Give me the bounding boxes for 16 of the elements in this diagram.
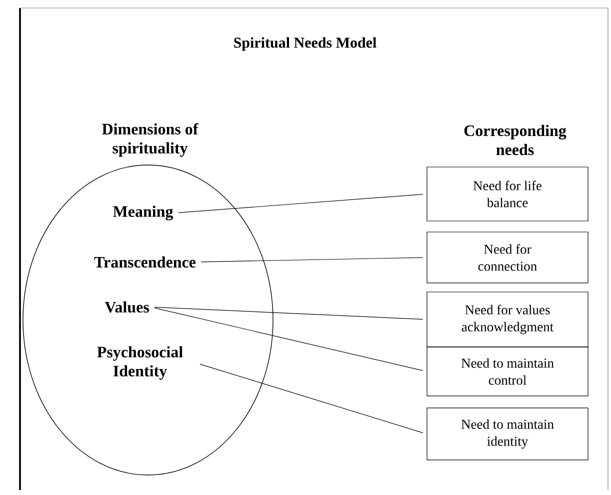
dimension-label: Transcendence bbox=[94, 256, 196, 268]
dimension-label: Meaning bbox=[113, 206, 174, 220]
dimension-label: Psychosocial Identity bbox=[97, 346, 183, 380]
connector-line bbox=[154, 308, 424, 371]
need-box: Need for connection bbox=[426, 232, 588, 284]
node-label: Dimensions of spirituality bbox=[102, 123, 198, 157]
connector-line bbox=[178, 194, 423, 213]
dimension-label: Values bbox=[104, 301, 149, 313]
need-box: Need for life balance bbox=[426, 166, 588, 222]
connector-line bbox=[200, 364, 424, 434]
need-box: Need to maintain control bbox=[426, 346, 588, 396]
need-box: Need to maintain identity bbox=[426, 408, 588, 460]
connector-line bbox=[200, 257, 423, 262]
connector-line bbox=[154, 306, 423, 320]
title: Spiritual Needs Model bbox=[234, 37, 376, 51]
need-box: Need for values acknowledgment bbox=[426, 292, 588, 348]
